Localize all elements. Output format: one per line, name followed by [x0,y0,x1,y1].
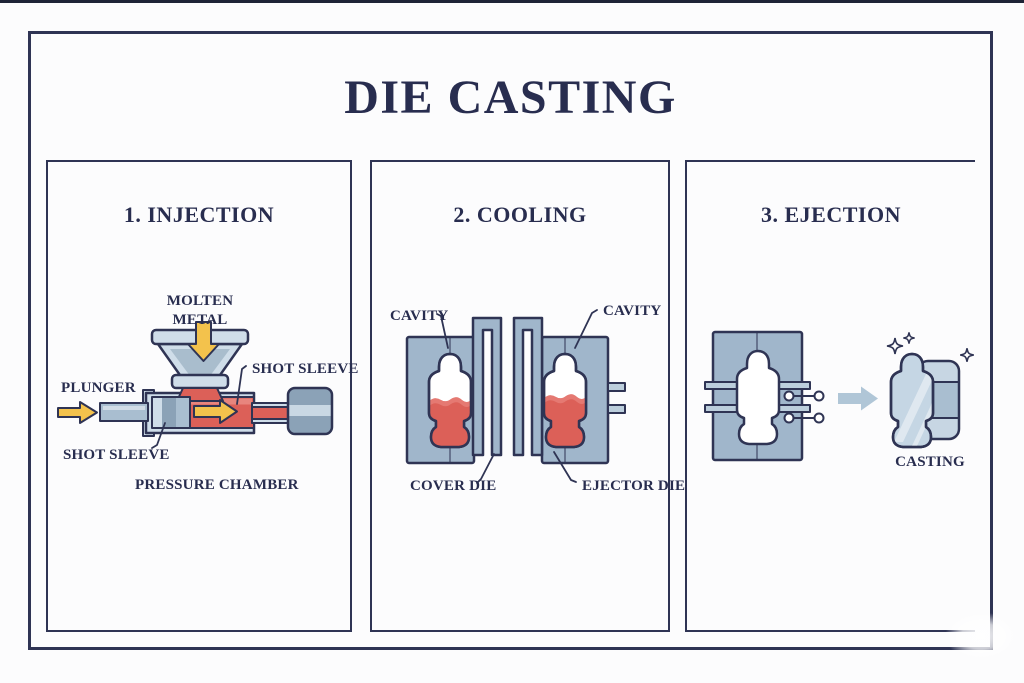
casting-part [889,352,960,448]
cavity-right-shape [542,352,587,448]
guide-pin [606,403,626,414]
label-cavity-left: CAVITY [390,308,449,324]
plunger-arrow-icon [56,400,98,424]
label-shot-sleeve-lower: SHOT SLEEVE [63,447,170,463]
panel-title-injection: 1. INJECTION [123,202,275,227]
leader-cover-die [475,452,495,484]
nozzle-knob [286,386,333,435]
guide-pin [606,381,626,392]
sparkle-icon [902,331,915,344]
cover-die-sprue-channel [471,316,502,456]
label-shot-sleeve-upper: SHOT SLEEVE [252,361,359,377]
cooling-diagram [405,308,626,484]
sparkle-icon [959,347,974,362]
sparkle-icon [886,337,903,354]
ejector-die-sprue-channel [512,316,543,456]
panel-title-ejection: 3. EJECTION [761,202,901,227]
leader-cavity-left [435,312,449,349]
panel-ejection: 3. EJECTION CASTING [685,160,975,632]
ejector-pins [783,390,824,423]
label-molten-metal: MOLTEN METAL [166,293,234,328]
injection-diagram [56,320,333,449]
label-plunger: PLUNGER [61,380,136,396]
molten-metal-arrow-icon [186,320,220,362]
leader-cavity-right [573,308,598,349]
flow-arrow-icon [192,398,238,424]
leader-ejector-die [552,450,577,483]
ejection-arrow-icon [837,386,878,410]
panel-cooling: 2. COOLING CAVITY CAVITY COVER DIE EJECT… [370,160,685,632]
label-pressure-chamber: PRESSURE CHAMBER [135,477,299,493]
leader-shot-sleeve-upper [235,364,247,405]
leader-shot-sleeve-lower [150,421,166,449]
top-edge-line [0,0,1024,3]
label-casting: CASTING [895,454,965,470]
plunger-piston [150,395,191,429]
label-ejector-die: EJECTOR DIE [582,478,686,494]
label-cover-die: COVER DIE [410,478,497,494]
outer-frame [28,31,993,650]
ejection-diagram [703,330,974,461]
label-cavity-right: CAVITY [603,303,662,319]
plunger-rod [98,401,149,422]
panel-injection: 1. INJECTION MOLTEN METAL PLUNGER SHOT S… [46,160,358,632]
panel-title-cooling: 2. COOLING [453,202,587,227]
page-title: DIE CASTING [344,71,677,124]
cavity-left-shape [427,352,472,448]
